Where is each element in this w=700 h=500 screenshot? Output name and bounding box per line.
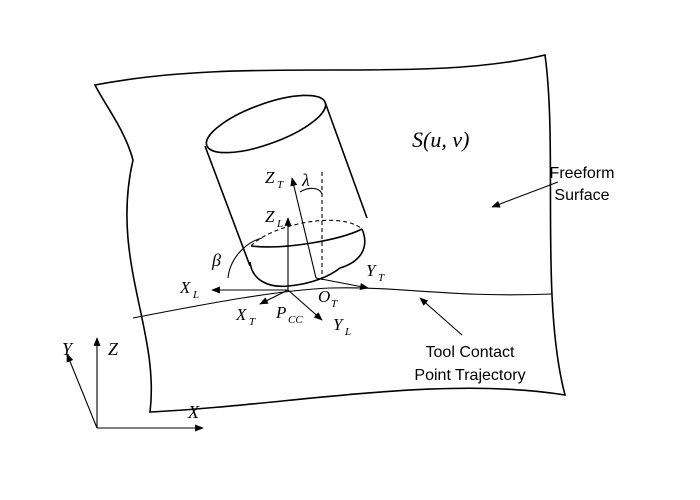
tool-corner-right xyxy=(339,228,366,269)
freeform-label-1: Freeform xyxy=(550,165,615,182)
trajectory-pointer xyxy=(419,297,463,336)
surface-equation: S(u, v) xyxy=(412,127,469,152)
xl-sub: L xyxy=(192,289,199,301)
lambda-arc xyxy=(299,187,323,195)
xt-sub: T xyxy=(249,316,256,328)
trajectory-curve xyxy=(132,287,553,319)
tool-top-ellipse xyxy=(205,94,327,154)
yl-sub: L xyxy=(344,326,351,338)
local-axes xyxy=(211,177,369,321)
beta-arc xyxy=(227,237,263,279)
zl-sub: L xyxy=(276,218,283,230)
zt-sub: T xyxy=(277,179,284,191)
yl-axis xyxy=(287,289,323,321)
freeform-surface xyxy=(93,54,567,413)
global-y-axis xyxy=(66,353,98,429)
xl-label: X xyxy=(179,278,191,297)
zt-axis xyxy=(290,177,317,279)
tool-bottom-front xyxy=(250,228,363,248)
zl-label: Z xyxy=(265,207,275,226)
yt-label: Y xyxy=(366,261,377,280)
ot-label: O xyxy=(318,287,330,306)
freeform-label-2: Surface xyxy=(554,187,609,204)
tool-right-side xyxy=(324,101,368,219)
zt-label: Z xyxy=(265,168,275,187)
freeform-pointer xyxy=(491,181,559,208)
pcc-label: P xyxy=(275,303,286,322)
global-y-label: Y xyxy=(62,339,74,359)
global-axes xyxy=(66,337,204,432)
trajectory-label-1: Tool Contact xyxy=(426,344,515,361)
xt-axis xyxy=(259,289,289,305)
xt-label: X xyxy=(235,305,247,324)
global-z-label: Z xyxy=(108,339,119,359)
tool-left-side xyxy=(204,145,251,267)
tool-corner-profile xyxy=(249,261,341,288)
yt-axis xyxy=(315,277,369,290)
tool-cylinder xyxy=(204,94,368,288)
yl-label: Y xyxy=(333,315,344,334)
global-x-label: X xyxy=(187,402,200,422)
trajectory-label-2: Point Trajectory xyxy=(414,367,525,384)
ot-sub: T xyxy=(331,298,338,310)
beta-label: β xyxy=(211,250,221,270)
lambda-label: λ xyxy=(301,170,310,190)
yt-sub: T xyxy=(378,272,385,284)
pcc-sub: CC xyxy=(288,314,303,326)
